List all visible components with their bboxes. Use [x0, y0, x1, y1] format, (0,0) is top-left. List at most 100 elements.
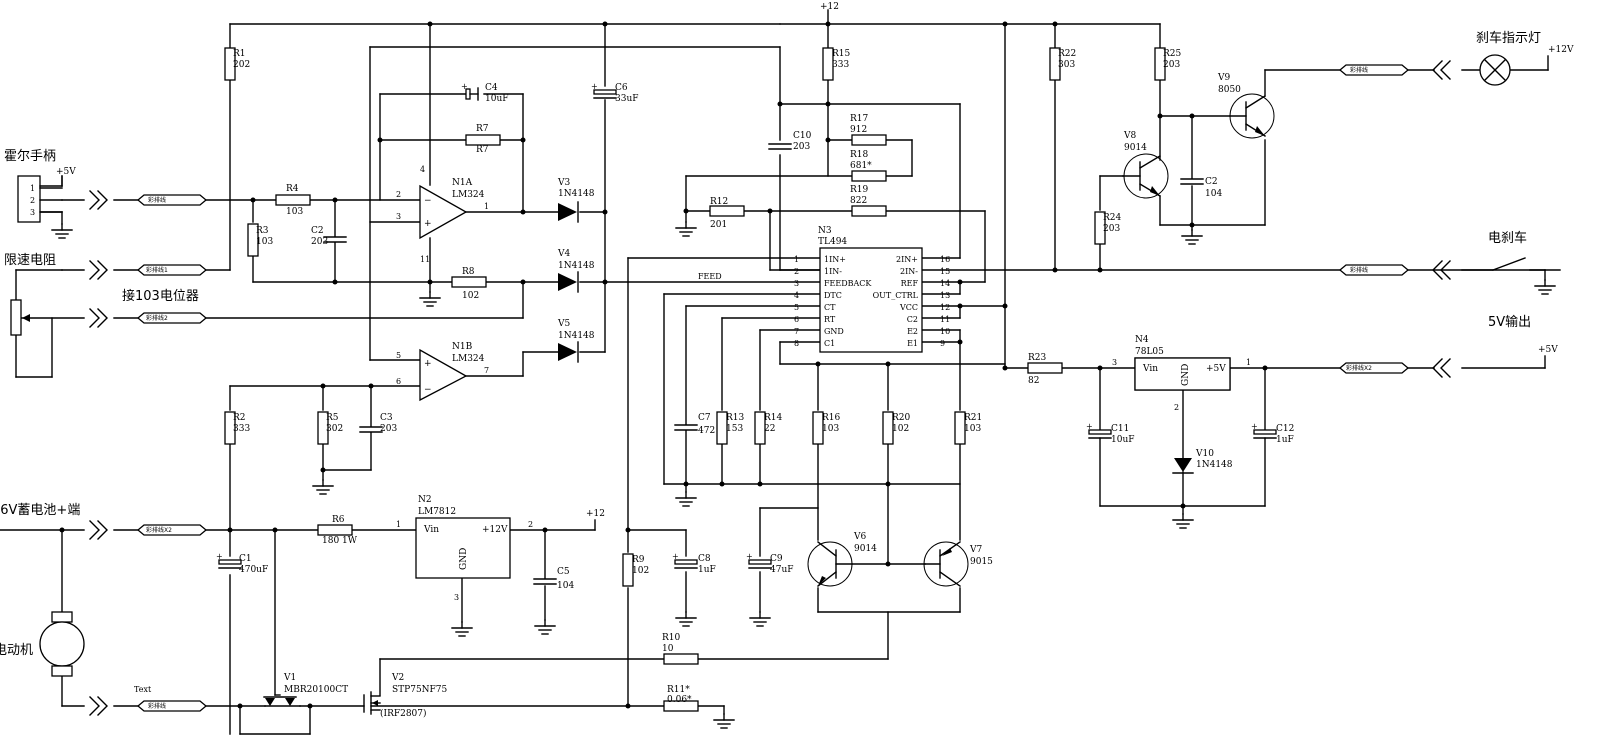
- svg-text:FEED: FEED: [698, 272, 722, 281]
- svg-text:1uF: 1uF: [698, 565, 716, 575]
- ground-icon: [675, 611, 697, 627]
- svg-text:303: 303: [1058, 60, 1075, 70]
- svg-text:STP75NF75: STP75NF75: [392, 685, 448, 695]
- transistor-v7: [923, 541, 969, 587]
- svg-text:R19: R19: [850, 185, 869, 195]
- svg-text:2: 2: [396, 190, 401, 199]
- resistor-r6: [317, 524, 353, 536]
- diode-v10: [1172, 458, 1194, 474]
- ground-icon: [749, 611, 771, 627]
- svg-text:E1: E1: [907, 339, 918, 348]
- svg-text:+12V: +12V: [482, 525, 508, 535]
- svg-text:2: 2: [794, 267, 799, 276]
- svg-text:13: 13: [940, 291, 950, 300]
- resistor-r12: [709, 205, 745, 217]
- svg-text:CT: CT: [824, 303, 836, 312]
- svg-text:彩排线X2: 彩排线X2: [146, 526, 172, 534]
- svg-text:333: 333: [233, 424, 250, 434]
- svg-text:912: 912: [850, 125, 867, 135]
- motor-icon: [39, 621, 85, 667]
- svg-text:6: 6: [794, 315, 799, 324]
- svg-text:15: 15: [940, 267, 950, 276]
- svg-text:8: 8: [794, 339, 799, 348]
- svg-text:681*: 681*: [850, 161, 872, 171]
- transistor-v9: [1229, 93, 1275, 139]
- svg-text:202: 202: [233, 60, 250, 70]
- svg-text:7: 7: [794, 327, 799, 336]
- capacitor-c12: [1250, 421, 1277, 439]
- capacitor-c3: [359, 426, 383, 433]
- svg-text:10: 10: [662, 644, 674, 654]
- svg-text:4: 4: [420, 165, 425, 174]
- transistor-v6: [807, 541, 853, 587]
- capacitor-c9: [745, 551, 772, 569]
- transistors: [263, 93, 1275, 715]
- mosfet-v2: [363, 691, 381, 715]
- svg-text:103: 103: [822, 424, 839, 434]
- svg-text:R14: R14: [764, 413, 783, 423]
- svg-text:2: 2: [528, 520, 533, 529]
- svg-text:Vin: Vin: [423, 525, 439, 535]
- svg-text:R23: R23: [1028, 353, 1047, 363]
- motor-brush-top: [51, 611, 73, 623]
- svg-text:R12: R12: [710, 197, 728, 207]
- capacitor-c11: [1085, 421, 1112, 439]
- p12-top: +12: [820, 2, 839, 12]
- capacitor-c8: [671, 551, 698, 569]
- resistor-r19: [851, 205, 887, 217]
- resistor-r7: [465, 134, 501, 146]
- svg-text:Text: Text: [134, 685, 152, 694]
- svg-text:彩排线: 彩排线: [1350, 266, 1368, 274]
- svg-text:R3: R3: [256, 226, 269, 236]
- svg-text:LM324: LM324: [452, 190, 485, 200]
- svg-text:R7: R7: [476, 124, 489, 134]
- ground-icon: [675, 221, 697, 237]
- svg-text:彩排线: 彩排线: [148, 196, 166, 204]
- svg-text:Vin: Vin: [1142, 364, 1158, 374]
- svg-text:R1: R1: [233, 49, 246, 59]
- svg-text:33uF: 33uF: [615, 94, 639, 104]
- svg-text:1N4148: 1N4148: [558, 189, 595, 199]
- diode-v3: [558, 201, 579, 223]
- capacitor-c10: [768, 143, 792, 150]
- svg-text:5: 5: [396, 351, 401, 360]
- motor-brush-bottom: [51, 665, 73, 677]
- svg-text:104: 104: [1205, 189, 1222, 199]
- svg-text:N4: N4: [1135, 335, 1149, 345]
- svg-text:R15: R15: [832, 49, 851, 59]
- svg-text:7: 7: [484, 366, 489, 375]
- svg-text:V4: V4: [557, 249, 570, 259]
- svg-text:彩排线: 彩排线: [148, 702, 166, 710]
- svg-text:R20: R20: [892, 413, 911, 423]
- svg-text:203: 203: [311, 237, 328, 247]
- junctions: [59, 21, 1268, 709]
- svg-text:R5: R5: [326, 413, 339, 423]
- svg-text:C3: C3: [380, 413, 393, 423]
- svg-text:V6: V6: [853, 532, 866, 542]
- svg-text:V7: V7: [969, 545, 982, 555]
- svg-text:C2: C2: [907, 315, 918, 324]
- svg-text:12: 12: [940, 303, 950, 312]
- svg-text:R25: R25: [1163, 49, 1182, 59]
- out5v-label: 5V输出: [1488, 314, 1531, 330]
- svg-text:R13: R13: [726, 413, 745, 423]
- svg-text:3: 3: [794, 279, 799, 288]
- svg-text:9014: 9014: [854, 544, 877, 554]
- connectors: [89, 60, 1451, 716]
- svg-text:N3: N3: [818, 226, 832, 236]
- diode-v1: [263, 694, 301, 707]
- svg-text:153: 153: [726, 424, 743, 434]
- svg-text:E2: E2: [907, 327, 918, 336]
- svg-text:LM324: LM324: [452, 354, 485, 364]
- svg-text:TL494: TL494: [818, 237, 847, 247]
- potentiometer: [10, 299, 22, 336]
- p12v-lamp: +12V: [1548, 45, 1574, 55]
- svg-text:R11*: R11*: [667, 685, 690, 695]
- svg-text:4: 4: [794, 291, 799, 300]
- pot-label: 接103电位器: [122, 288, 199, 304]
- svg-text:2: 2: [1174, 403, 1179, 412]
- svg-text:9: 9: [940, 339, 945, 348]
- svg-text:彩排线1: 彩排线1: [146, 266, 168, 274]
- opamp-n1a: [419, 184, 468, 240]
- capacitor-c4: +: [461, 82, 479, 101]
